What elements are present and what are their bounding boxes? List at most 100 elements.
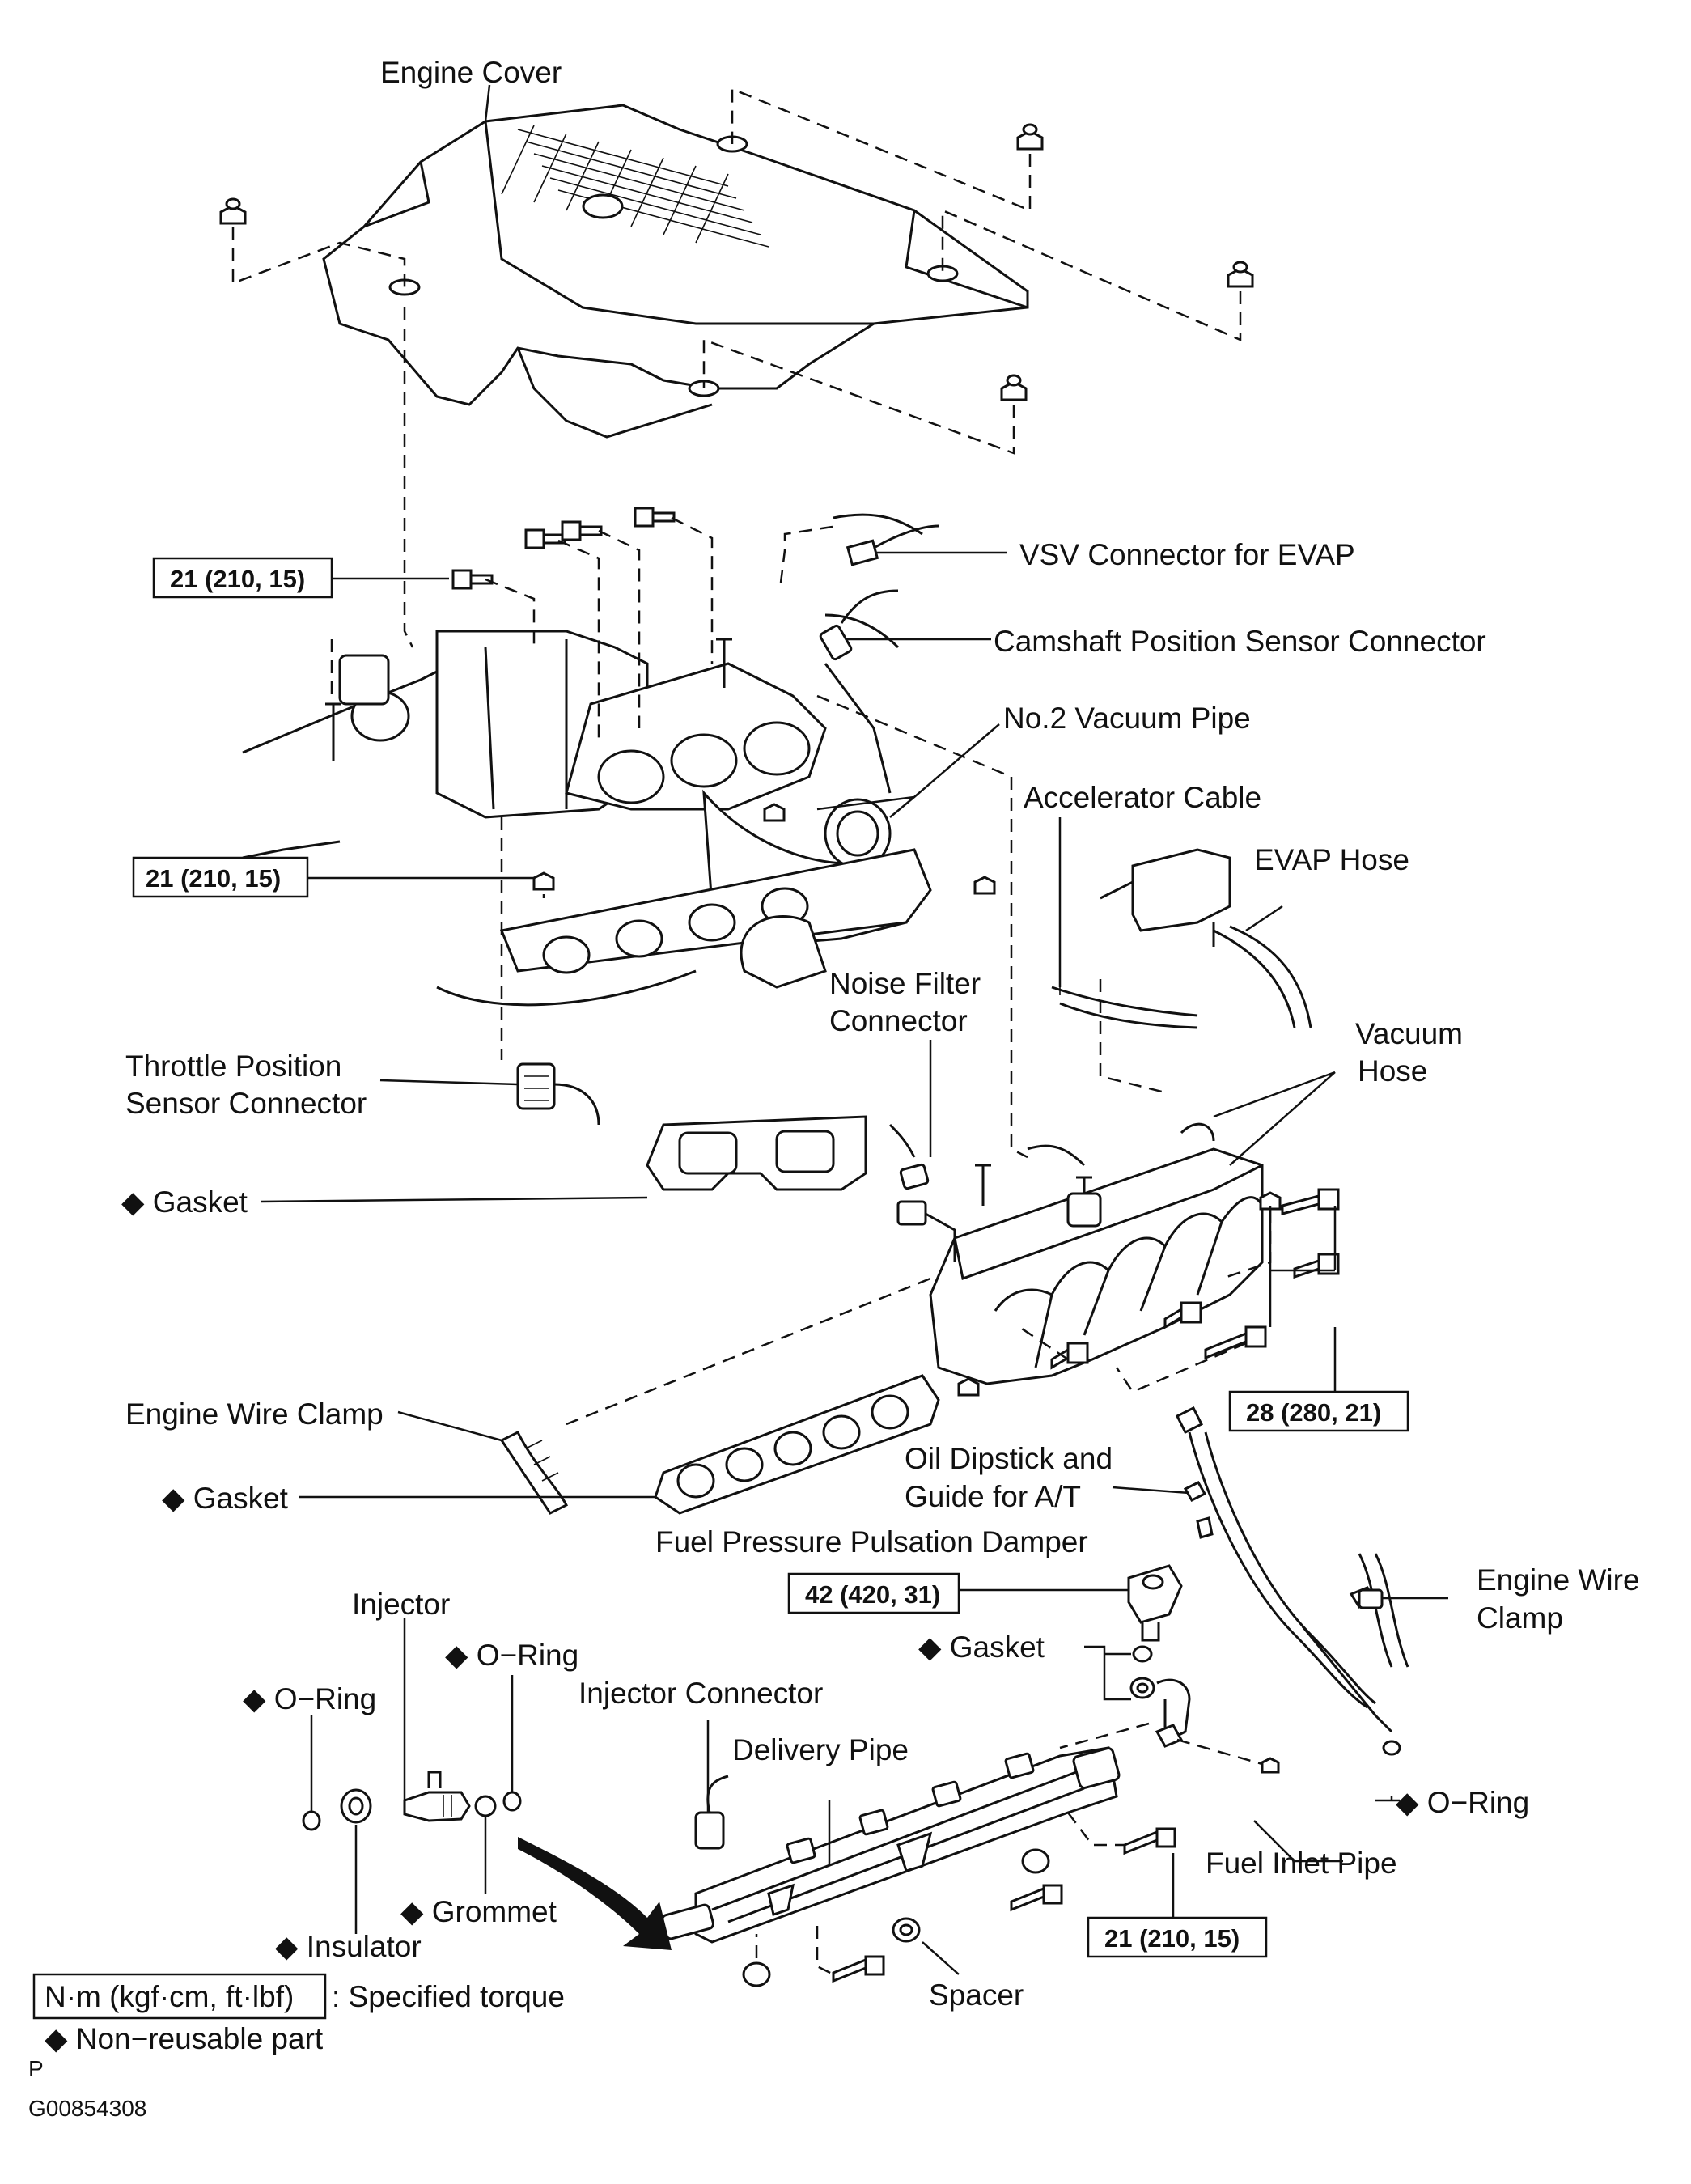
- nut: [532, 871, 555, 891]
- install-direction-arrow: [518, 1837, 672, 1950]
- label-spacer: Spacer: [929, 1978, 1024, 2012]
- oil-dipstick-guide: [1175, 1406, 1401, 1756]
- engine-cover: [322, 104, 1029, 439]
- nut: [957, 1377, 980, 1397]
- label-insulator: ◆ Insulator: [275, 1930, 422, 1963]
- throttle-position-connector: [516, 1062, 600, 1126]
- label-injector-connector: Injector Connector: [578, 1677, 823, 1710]
- label-oring-left: ◆ O−Ring: [243, 1682, 376, 1715]
- injector-parts: [302, 1771, 522, 1831]
- throttle-body-gasket: [646, 1115, 867, 1191]
- legend-unit-text: : Specified torque: [332, 1980, 565, 2013]
- camshaft-connector: [819, 589, 899, 661]
- label-gasket-lower: ◆ Gasket: [162, 1482, 289, 1515]
- cover-nut: [1227, 261, 1254, 288]
- torque-specs: 21 (210, 15) 21 (210, 15) 28 (280, 21) 4…: [132, 557, 1409, 1958]
- labels: Engine Cover VSV Connector for EVAP Cams…: [121, 56, 1640, 2012]
- legend-unit-box: N·m (kgf·cm, ft·lbf): [44, 1980, 294, 2013]
- label-engine-cover: Engine Cover: [380, 56, 562, 89]
- delivery-spacers-bolts: [742, 1812, 1176, 1987]
- label-vacuum-hose-2: Hose: [1358, 1054, 1427, 1088]
- label-oil-dipstick-2: Guide for A/T: [905, 1480, 1081, 1513]
- engine-wire-clamp-left: [499, 1277, 931, 1515]
- footer: P G00854308: [28, 2056, 146, 2121]
- bolt: [1281, 1188, 1340, 1215]
- label-grommet: ◆ Grommet: [400, 1895, 557, 1928]
- label-gasket-damper: ◆ Gasket: [918, 1631, 1045, 1664]
- bolt: [1163, 1301, 1202, 1329]
- bolt: [634, 507, 676, 528]
- noise-filter-connector: [888, 1123, 956, 1262]
- label-throttle-1: Throttle Position: [125, 1050, 341, 1083]
- bolt: [1204, 1325, 1267, 1360]
- intake-manifold: [929, 1122, 1264, 1385]
- label-vacuum-hose-1: Vacuum: [1355, 1017, 1463, 1050]
- engine-wire-clamp-right: [1358, 1553, 1409, 1668]
- nut: [763, 803, 786, 822]
- label-injector: Injector: [352, 1588, 450, 1621]
- fuel-pressure-damper: [1127, 1564, 1183, 1699]
- label-gasket-upper: ◆ Gasket: [121, 1185, 248, 1219]
- bolt: [451, 569, 494, 590]
- bolt: [1010, 1884, 1063, 1912]
- label-evap-hose: EVAP Hose: [1254, 843, 1409, 876]
- bolt: [1050, 1342, 1089, 1370]
- label-no2-vacuum-pipe: No.2 Vacuum Pipe: [1003, 702, 1251, 735]
- bolt: [1123, 1827, 1176, 1855]
- vsv-connector: [846, 524, 939, 566]
- leader-lines: [260, 84, 1448, 1975]
- svg-text:21 (210, 15): 21 (210, 15): [1104, 1924, 1240, 1953]
- label-throttle-2: Sensor Connector: [125, 1087, 367, 1120]
- stud: [716, 638, 732, 688]
- bolt: [561, 520, 603, 541]
- footer-p: P: [28, 2056, 44, 2081]
- label-engine-wire-clamp-right-2: Clamp: [1477, 1601, 1563, 1635]
- bolt: [524, 528, 566, 549]
- bolt: [832, 1955, 885, 1983]
- intake-manifold-gasket: [654, 1374, 940, 1515]
- throttle-dashed-leaders: [330, 516, 1166, 1159]
- nut: [1261, 1757, 1280, 1774]
- svg-text:21 (210, 15): 21 (210, 15): [146, 864, 281, 893]
- cover-dashed-leaders: [231, 87, 1242, 648]
- torque-box-2: 21 (210, 15): [132, 856, 309, 898]
- label-oring-right: ◆ O−Ring: [1396, 1786, 1529, 1819]
- delivery-pipe: [660, 1746, 1121, 1944]
- injector-connector: [694, 1775, 729, 1850]
- label-accelerator-cable: Accelerator Cable: [1024, 781, 1261, 814]
- svg-text:42 (420, 31): 42 (420, 31): [805, 1580, 940, 1609]
- svg-text:21 (210, 15): 21 (210, 15): [170, 565, 305, 593]
- torque-box-3: 28 (280, 21): [1228, 1390, 1409, 1432]
- label-oring-mid: ◆ O−Ring: [445, 1639, 578, 1672]
- label-vsv-connector: VSV Connector for EVAP: [1019, 538, 1355, 571]
- throttle-intake-assembly: [242, 513, 932, 1007]
- svg-text:28 (280, 21): 28 (280, 21): [1246, 1398, 1381, 1427]
- cover-nuts: [219, 123, 1254, 401]
- torque-box-5: 21 (210, 15): [1087, 1916, 1268, 1958]
- label-engine-wire-clamp-left: Engine Wire Clamp: [125, 1397, 384, 1431]
- cover-nut: [1016, 123, 1044, 151]
- label-engine-wire-clamp-right-1: Engine Wire: [1477, 1563, 1640, 1597]
- label-noise-filter-1: Noise Filter: [829, 967, 981, 1000]
- label-oil-dipstick-1: Oil Dipstick and: [905, 1442, 1112, 1475]
- label-fuel-damper: Fuel Pressure Pulsation Damper: [655, 1525, 1088, 1558]
- legend: N·m (kgf·cm, ft·lbf) : Specified torque …: [32, 1973, 565, 2055]
- label-camshaft-connector: Camshaft Position Sensor Connector: [994, 625, 1486, 658]
- label-delivery-pipe: Delivery Pipe: [732, 1733, 909, 1766]
- bolt: [1293, 1253, 1340, 1279]
- nut: [1259, 1191, 1282, 1211]
- nut: [973, 876, 996, 895]
- intake-bolts: [325, 507, 996, 895]
- cover-nut: [219, 197, 247, 225]
- evap-vsv: [1100, 848, 1312, 1028]
- torque-box-4: 42 (420, 31): [787, 1572, 960, 1614]
- legend-nonreusable: ◆ Non−reusable part: [44, 2022, 324, 2055]
- fuel-inlet-pipe: [1059, 1678, 1280, 1774]
- label-noise-filter-2: Connector: [829, 1004, 968, 1037]
- cover-nut: [1000, 374, 1028, 401]
- label-fuel-inlet-pipe: Fuel Inlet Pipe: [1206, 1847, 1397, 1880]
- footer-code: G00854308: [28, 2096, 146, 2121]
- torque-box-1: 21 (210, 15): [152, 557, 333, 599]
- stud: [325, 702, 341, 761]
